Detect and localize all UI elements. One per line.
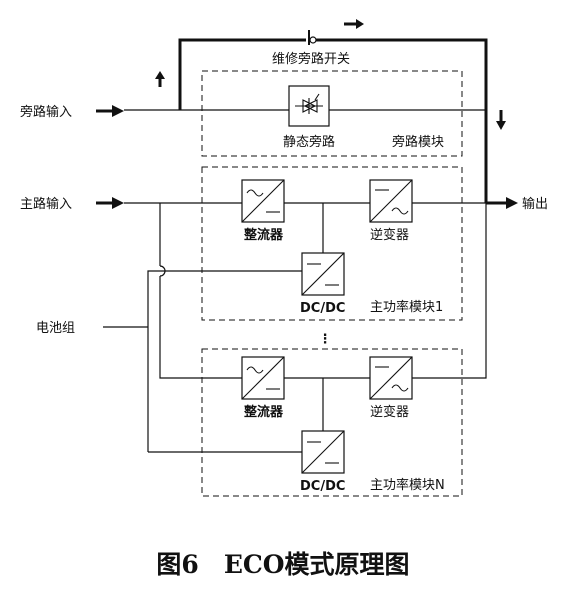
bypass-module-label: 旁路模块 <box>392 134 444 150</box>
maintenance-bypass-switch-label: 维修旁路开关 <box>272 51 350 67</box>
power-module-1 <box>201 166 463 321</box>
inverter-1-label: 逆变器 <box>370 227 409 243</box>
flow-arrows <box>155 19 506 130</box>
power-module-1-label: 主功率模块1 <box>370 299 443 315</box>
main-wiring <box>96 197 518 453</box>
battery-label: 电池组 <box>36 321 75 336</box>
ellipsis-mark: ⋮ <box>319 332 332 347</box>
inverter-n-label: 逆变器 <box>370 404 409 420</box>
power-module-n-label: 主功率模块N <box>370 477 445 493</box>
main-input-label: 主路输入 <box>20 196 72 212</box>
dcdc-1-label: DC/DC <box>300 301 345 316</box>
output-label: 输出 <box>522 196 548 212</box>
bypass-input-label: 旁路输入 <box>20 104 72 120</box>
power-module-n <box>201 348 463 497</box>
bypass-module <box>201 70 463 157</box>
figure-caption: 图6 ECO模式原理图 <box>156 550 409 579</box>
static-bypass-label: 静态旁路 <box>283 134 335 150</box>
rectifier-1-label: 整流器 <box>243 227 284 243</box>
rectifier-n-label: 整流器 <box>243 404 284 420</box>
dcdc-n-label: DC/DC <box>300 479 345 494</box>
